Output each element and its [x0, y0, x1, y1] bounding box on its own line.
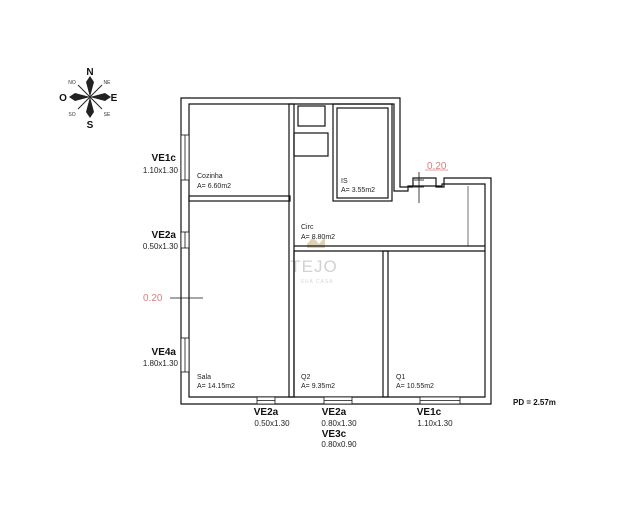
- compass-w: O: [59, 93, 67, 104]
- compass-n: N: [86, 67, 93, 78]
- opening-left-0-code: VE1c: [152, 153, 177, 164]
- compass-s: S: [87, 120, 94, 131]
- wall-thickness-left: 0.20: [143, 293, 163, 304]
- room-q1-area: A= 10.55m2: [396, 383, 434, 390]
- dimension-left: [170, 293, 203, 303]
- opening-bottom-2-size: 0.80x0.90: [321, 440, 357, 449]
- wall-q2-q1: [382, 250, 389, 398]
- compass-e: E: [111, 93, 118, 104]
- room-circ-area: A= 8.80m2: [301, 234, 335, 241]
- room-sala-area: A= 14.15m2: [197, 383, 235, 390]
- room-cozinha-name: Cozinha: [197, 173, 223, 180]
- watermark-tagline: SUA CASA: [300, 279, 333, 285]
- opening-bottom-2-code: VE3c: [322, 429, 347, 440]
- watermark-logo: TEJO SUA CASA: [290, 237, 337, 285]
- windows: [180, 134, 461, 405]
- opening-bottom-3-code: VE1c: [417, 407, 442, 418]
- opening-bottom-0-code: VE2a: [254, 407, 279, 418]
- wall-circ-bottom: [294, 245, 485, 252]
- compass-star-icon: [69, 76, 111, 118]
- watermark-name: TEJO: [290, 257, 337, 276]
- ceiling-height: PD = 2.57m: [513, 398, 556, 407]
- compass-ne: NE: [104, 80, 112, 86]
- room-is-area: A= 3.55m2: [341, 187, 375, 194]
- wall-kitchen-right: [288, 103, 295, 398]
- shaft: [297, 105, 326, 127]
- room-is-name: IS: [341, 178, 348, 185]
- opening-bottom-0-size: 0.50x1.30: [254, 419, 290, 428]
- wall-is-box: [332, 103, 393, 202]
- room-labels: Cozinha A= 6.60m2 IS A= 3.55m2 Circ A= 8…: [197, 173, 434, 390]
- room-q2-area: A= 9.35m2: [301, 383, 335, 390]
- opening-left-2-code: VE4a: [152, 347, 177, 358]
- opening-bottom-3-size: 1.10x1.30: [417, 419, 453, 428]
- wall-thickness-top: 0.20: [427, 161, 447, 172]
- room-circ-name: Circ: [301, 224, 314, 231]
- opening-left-1-code: VE2a: [152, 230, 177, 241]
- opening-labels-bottom: VE2a 0.50x1.30 VE2a 0.80x1.30 VE3c 0.80x…: [254, 407, 453, 449]
- room-cozinha-area: A= 6.60m2: [197, 183, 231, 190]
- room-q1-name: Q1: [396, 374, 405, 381]
- room-sala-name: Sala: [197, 374, 211, 381]
- compass-rose: N S E O NE NO SE SO: [59, 67, 118, 131]
- room-q2-name: Q2: [301, 374, 310, 381]
- compass-no: NO: [68, 80, 76, 86]
- wall-kitchen-bottom: [188, 195, 291, 202]
- outer-wall-outer-line: [180, 97, 492, 405]
- opening-bottom-1-size: 0.80x1.30: [321, 419, 357, 428]
- duct-block: [293, 132, 329, 157]
- opening-labels-left: VE1c 1.10x1.30 VE2a 0.50x1.30 VE4a 1.80x…: [143, 153, 179, 368]
- opening-bottom-1-code: VE2a: [322, 407, 347, 418]
- opening-left-1-size: 0.50x1.30: [143, 242, 179, 251]
- opening-left-2-size: 1.80x1.30: [143, 359, 179, 368]
- compass-se: SE: [104, 112, 111, 118]
- dimension-top: [414, 169, 448, 203]
- opening-left-0-size: 1.10x1.30: [143, 166, 179, 175]
- compass-so: SO: [68, 112, 75, 118]
- walls: [180, 97, 492, 405]
